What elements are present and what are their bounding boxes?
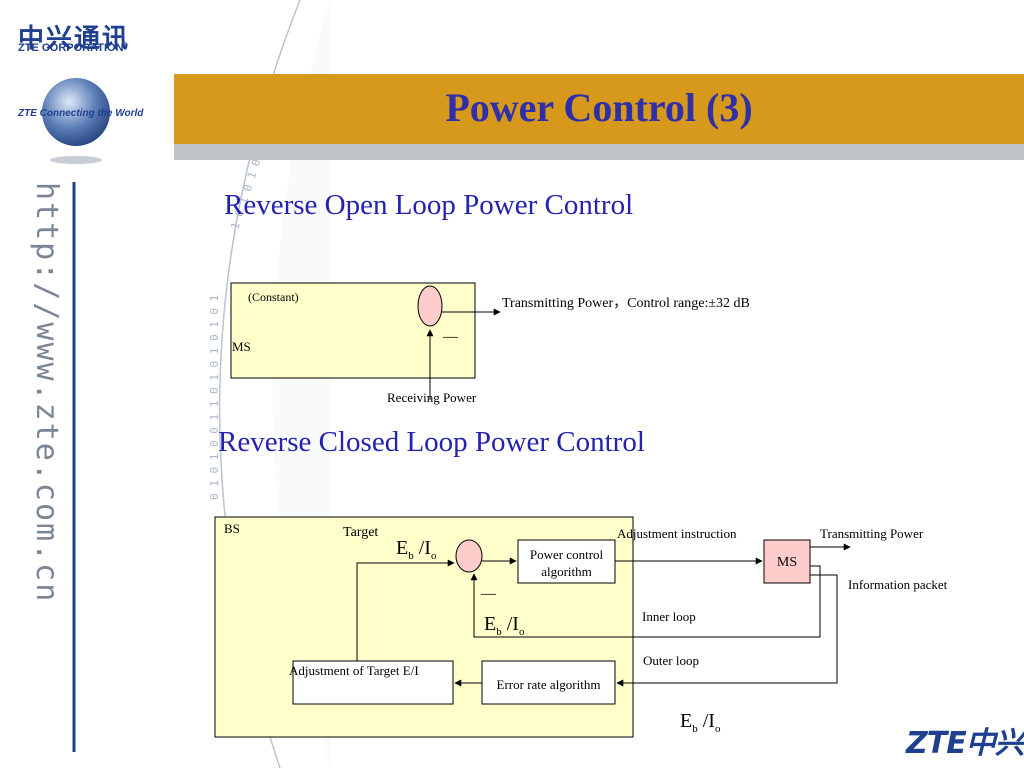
inner-loop-label: Inner loop: [642, 609, 696, 624]
globe-tagline: ZTE Connecting the World: [18, 108, 144, 119]
closed-loop-ms-label: MS: [776, 555, 798, 570]
open-loop-ms-label: MS: [232, 339, 251, 354]
closed-loop-ms-box: [763, 539, 811, 584]
open-loop-output-label: Transmitting Power，Control range:±32 dB: [502, 296, 750, 311]
power-control-algorithm-box: [517, 539, 616, 584]
eb-io-target: Eb /Io: [396, 537, 437, 562]
title-bar: [174, 74, 1024, 144]
title-shadow: [174, 144, 1024, 160]
open-loop-minus-sign: —: [443, 329, 458, 345]
information-packet-label: Information packet: [848, 577, 948, 592]
footer-logo: ZTE中兴: [906, 726, 1024, 761]
closed-loop-summing-node: [455, 539, 483, 573]
svg-text:0 1 0 1 0 0 1 1 0 1 0 1 0 1 0: 0 1 0 1 0 0 1 1 0 1 0 1 0 1 0 1: [208, 295, 221, 500]
slide-title: Power Control (3): [445, 85, 753, 130]
transmitting-power-label: Transmitting Power: [820, 526, 924, 541]
adjustment-target-box: [292, 660, 454, 705]
target-label: Target: [343, 525, 379, 540]
eb-io-measured: Eb /Io: [484, 613, 525, 638]
closed-loop-heading: Reverse Closed Loop Power Control: [218, 426, 645, 458]
open-loop-heading: Reverse Open Loop Power Control: [224, 189, 634, 221]
logo-english: ZTE CORPORATION: [18, 42, 124, 54]
bs-label: BS: [224, 521, 240, 536]
open-loop-constant-label: (Constant): [248, 290, 299, 304]
outer-loop-label: Outer loop: [643, 653, 699, 668]
closed-loop-minus-sign: —: [481, 586, 496, 602]
error-rate-label: Error rate algorithm: [496, 677, 601, 692]
adjustment-target-label: Adjustment of Target E/I: [289, 663, 419, 678]
open-loop-summing-node: [417, 285, 443, 327]
globe-icon: [42, 78, 110, 164]
logo-chinese: 中兴通讯: [18, 24, 131, 54]
eb-io-bottom: Eb /Io: [680, 710, 721, 735]
power-control-algorithm-label: Power control algorithm: [529, 547, 604, 579]
open-loop-input-label: Receiving Power: [387, 390, 477, 405]
adjustment-instruction-label: Adjustment instruction: [617, 526, 737, 541]
